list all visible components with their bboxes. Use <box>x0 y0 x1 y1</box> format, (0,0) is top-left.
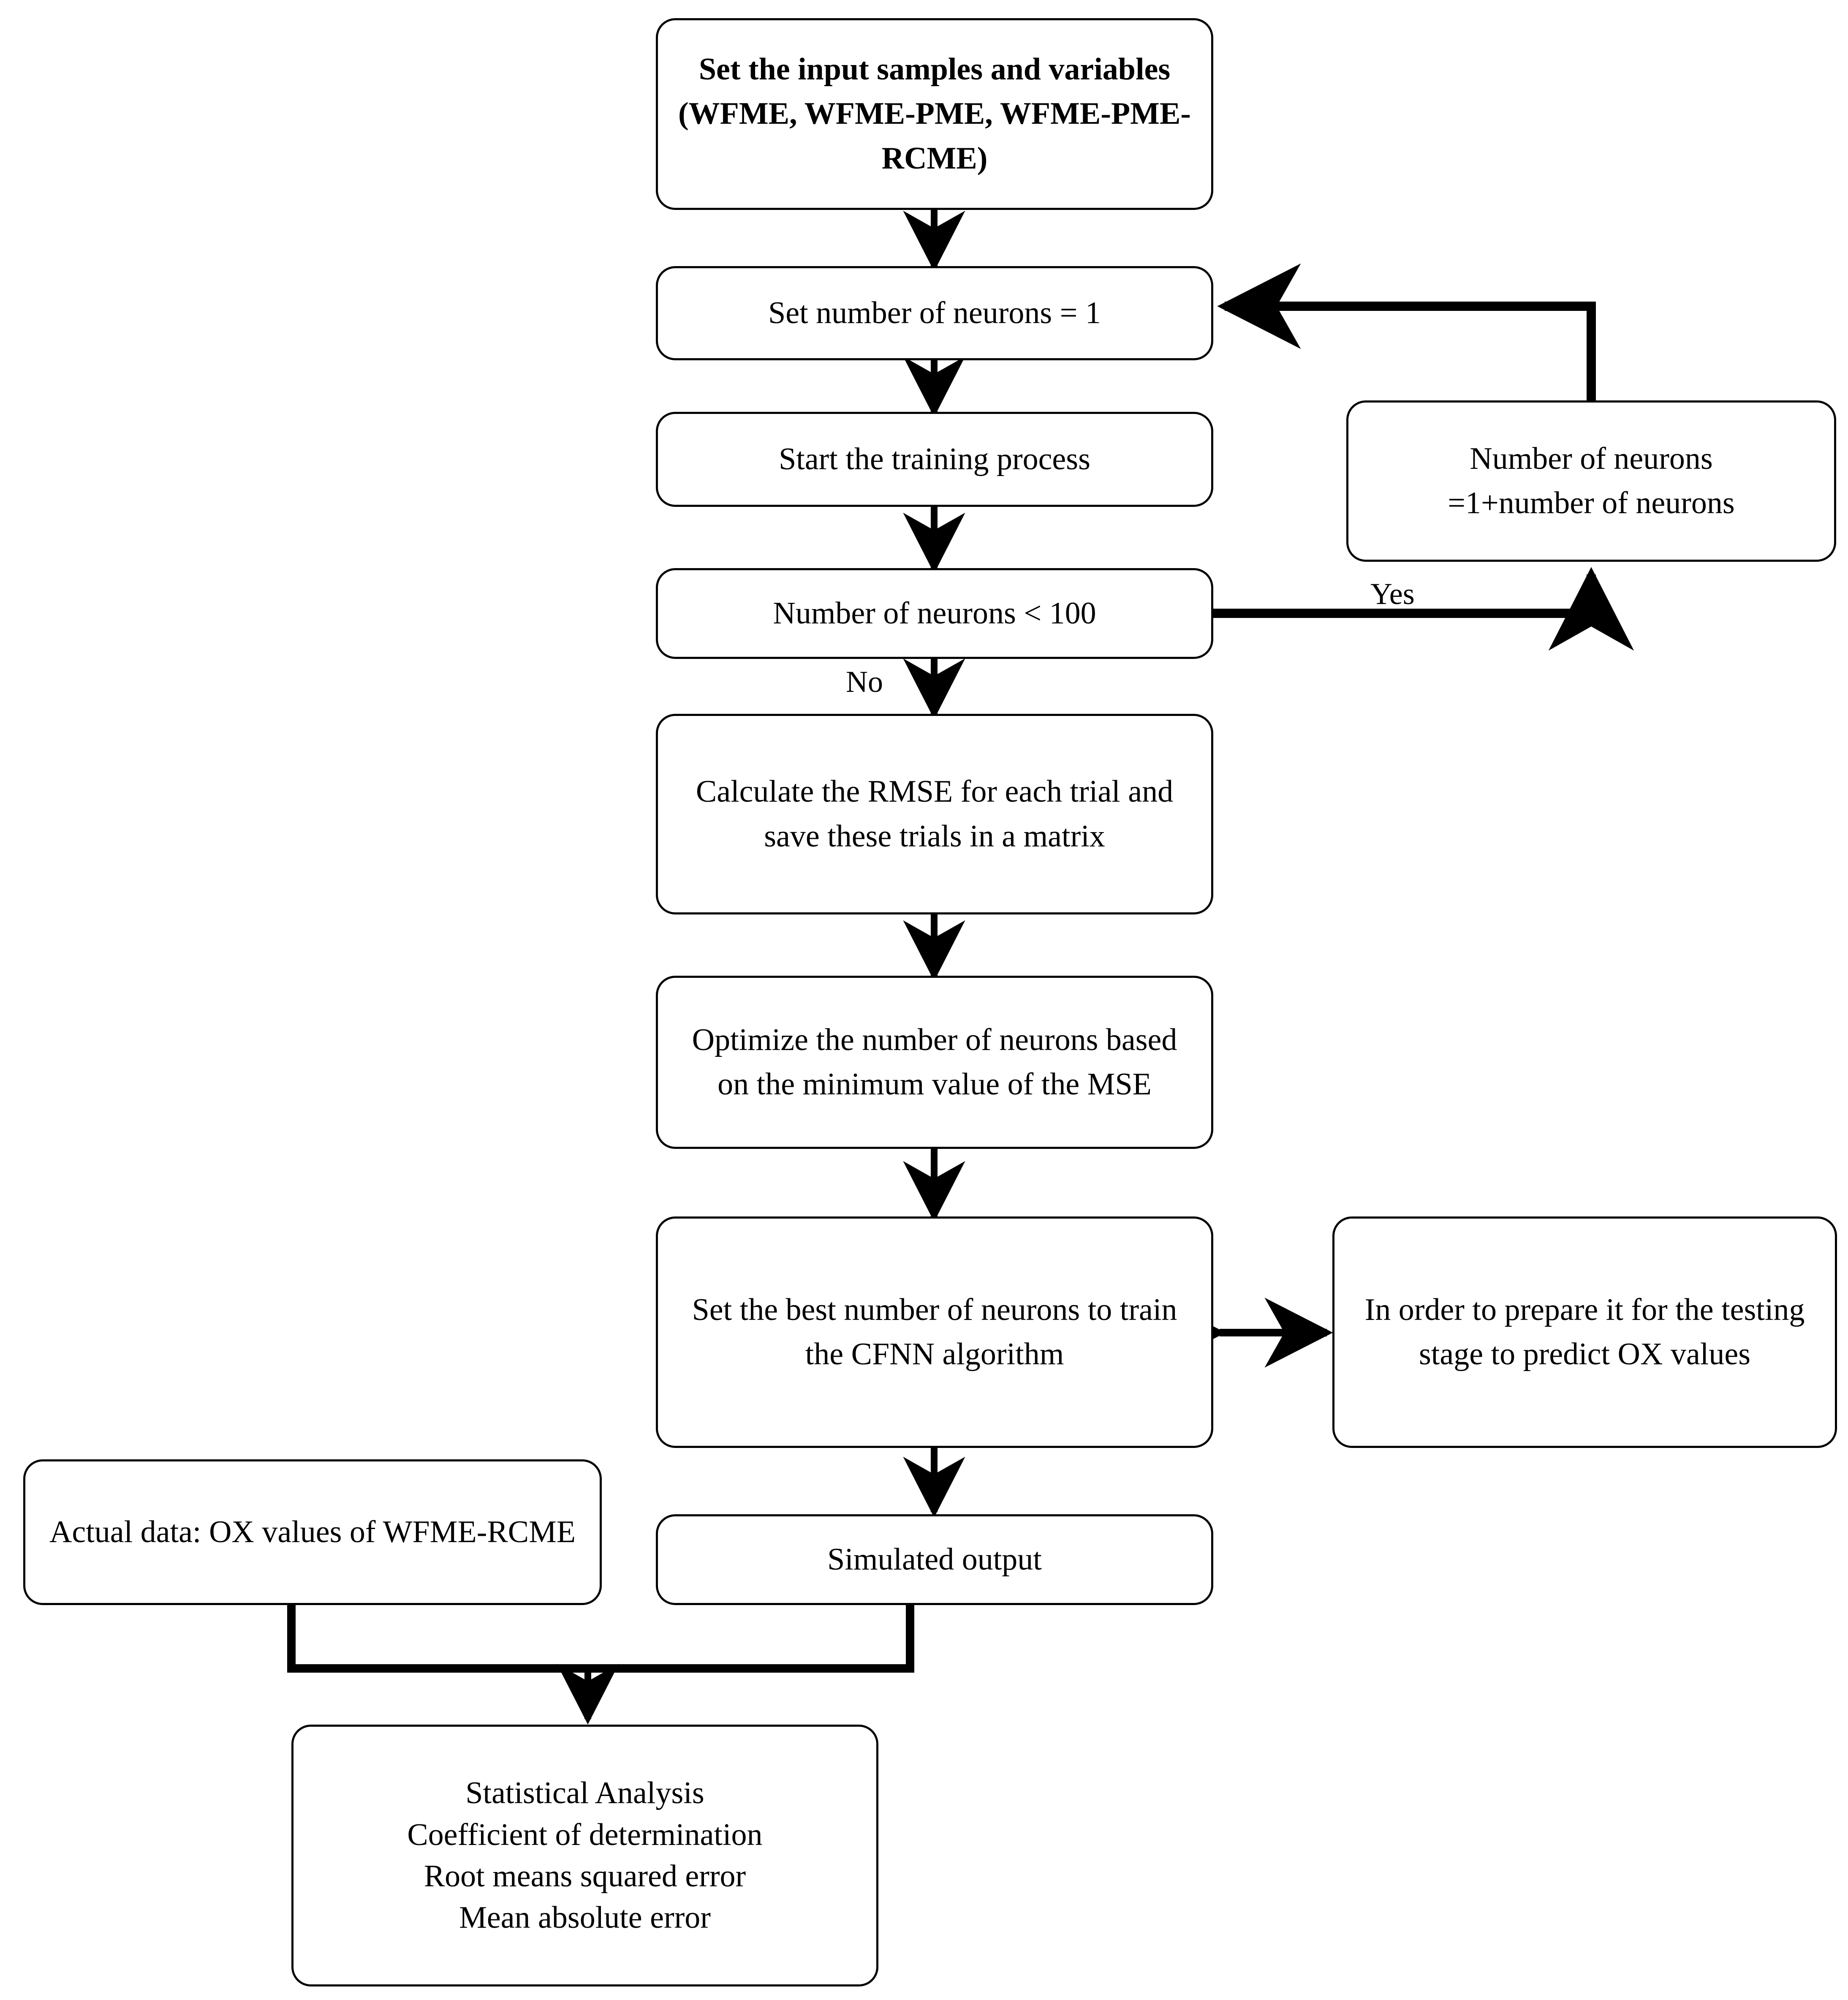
node-prepare-for-testing-stage-label: In order to prepare it for the testing s… <box>1364 1292 1805 1371</box>
node-set-best-number-of-neurons[interactable]: Set the best number of neurons to train … <box>656 1216 1213 1448</box>
node-set-input-samples[interactable]: Set the input samples and variables (WFM… <box>656 18 1213 210</box>
node-statistical-analysis-label: Statistical Analysis Coefficient of dete… <box>407 1776 763 1935</box>
node-set-input-samples-label: Set the input samples and variables (WFM… <box>678 52 1191 176</box>
node-actual-data[interactable]: Actual data: OX values of WFME-RCME <box>23 1459 602 1605</box>
node-set-number-of-neurons[interactable]: Set number of neurons = 1 <box>656 266 1213 360</box>
node-increment-number-of-neurons[interactable]: Number of neurons =1+number of neurons <box>1346 400 1836 562</box>
node-simulated-output[interactable]: Simulated output <box>656 1514 1213 1605</box>
node-start-training-process[interactable]: Start the training process <box>656 412 1213 507</box>
node-simulated-output-label: Simulated output <box>827 1542 1042 1577</box>
edge-label-no: No <box>846 665 883 699</box>
node-calculate-rmse-label: Calculate the RMSE for each trial and sa… <box>696 774 1174 854</box>
connector-actualdata-to-merge <box>287 1605 914 1673</box>
node-prepare-for-testing-stage[interactable]: In order to prepare it for the testing s… <box>1332 1216 1837 1448</box>
node-neurons-less-than-100[interactable]: Number of neurons < 100 <box>656 568 1213 659</box>
node-set-number-of-neurons-label: Set number of neurons = 1 <box>768 295 1101 330</box>
node-calculate-rmse[interactable]: Calculate the RMSE for each trial and sa… <box>656 714 1213 914</box>
node-actual-data-label: Actual data: OX values of WFME-RCME <box>49 1514 576 1549</box>
node-neurons-less-than-100-label: Number of neurons < 100 <box>773 596 1096 631</box>
node-start-training-process-label: Start the training process <box>779 441 1090 476</box>
connector-increment-to-setneurons <box>1217 263 1596 400</box>
node-increment-number-of-neurons-label: Number of neurons =1+number of neurons <box>1448 441 1735 520</box>
edge-label-yes: Yes <box>1370 577 1415 611</box>
node-statistical-analysis[interactable]: Statistical Analysis Coefficient of dete… <box>291 1725 878 1986</box>
node-optimize-neurons[interactable]: Optimize the number of neurons based on … <box>656 976 1213 1149</box>
node-set-best-number-of-neurons-label: Set the best number of neurons to train … <box>692 1292 1177 1371</box>
node-optimize-neurons-label: Optimize the number of neurons based on … <box>692 1022 1177 1102</box>
